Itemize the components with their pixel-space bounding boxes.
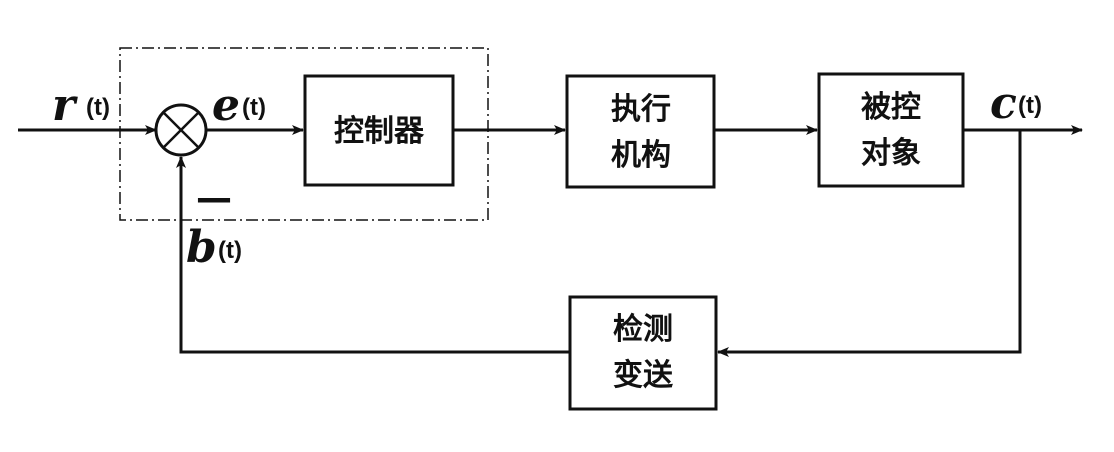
feedback-minus-sign: — xyxy=(196,178,232,219)
b-signal-label: b (t) xyxy=(186,222,242,273)
summing-junction xyxy=(154,103,208,157)
b-argument: (t) xyxy=(218,237,242,264)
c-signal-label: c (t) xyxy=(990,78,1042,129)
e-symbol: e xyxy=(212,80,240,131)
sensor-block xyxy=(568,295,718,411)
controller-label: 控制器 xyxy=(334,114,425,149)
b-symbol: b xyxy=(186,222,217,273)
e-signal-label: e (t) xyxy=(212,80,266,131)
feedback-tap-line xyxy=(717,130,1022,357)
c-symbol: c xyxy=(990,78,1017,129)
feedback-signal-line xyxy=(176,156,570,354)
actuator-label-line1: 执行 xyxy=(611,92,671,127)
controller-boundary xyxy=(119,47,489,221)
c-argument: (t) xyxy=(1018,92,1042,119)
sensor-label-line1: 检测 xyxy=(613,312,673,347)
e-argument: (t) xyxy=(242,94,266,121)
r-symbol: r xyxy=(52,80,78,131)
sensor-label-line2: 变送 xyxy=(613,358,673,393)
plant-label-line1: 被控 xyxy=(861,90,921,125)
r-argument: (t) xyxy=(86,94,110,121)
actuator-label-line2: 机构 xyxy=(611,138,671,173)
plant-label-line2: 对象 xyxy=(861,136,921,171)
r-signal-label: r (t) xyxy=(52,80,110,131)
